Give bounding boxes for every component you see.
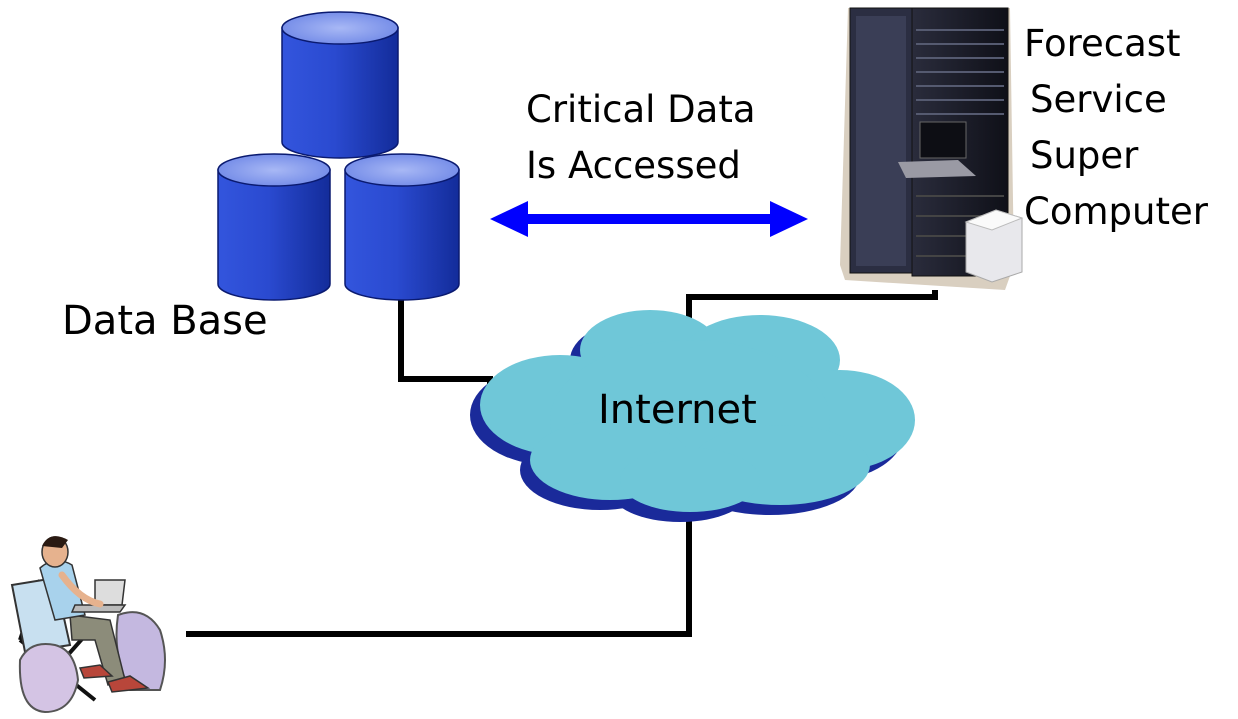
critical-data-label-line1: Critical Data [526, 88, 756, 131]
laptop-user-icon [10, 536, 166, 714]
internet-label: Internet [598, 387, 757, 433]
forecast-label-line4: Computer [1024, 190, 1208, 233]
internet-cloud-icon [470, 310, 915, 522]
database-cylinder-top [281, 11, 399, 159]
database-cylinder-right [344, 153, 460, 301]
database-label: Data Base [62, 298, 268, 344]
critical-data-label-line2: Is Accessed [526, 144, 741, 187]
database-icon [217, 11, 460, 301]
wire-user-internet [186, 505, 692, 637]
server-rack-icon [840, 7, 1024, 290]
forecast-label-line2: Service [1030, 78, 1167, 121]
forecast-label-line1: Forecast [1024, 22, 1181, 65]
wire-database-internet [398, 300, 493, 408]
database-cylinder-left [217, 153, 331, 301]
data-access-arrow [490, 201, 808, 237]
wire-server-internet [686, 290, 938, 322]
forecast-label-line3: Super [1030, 134, 1139, 177]
